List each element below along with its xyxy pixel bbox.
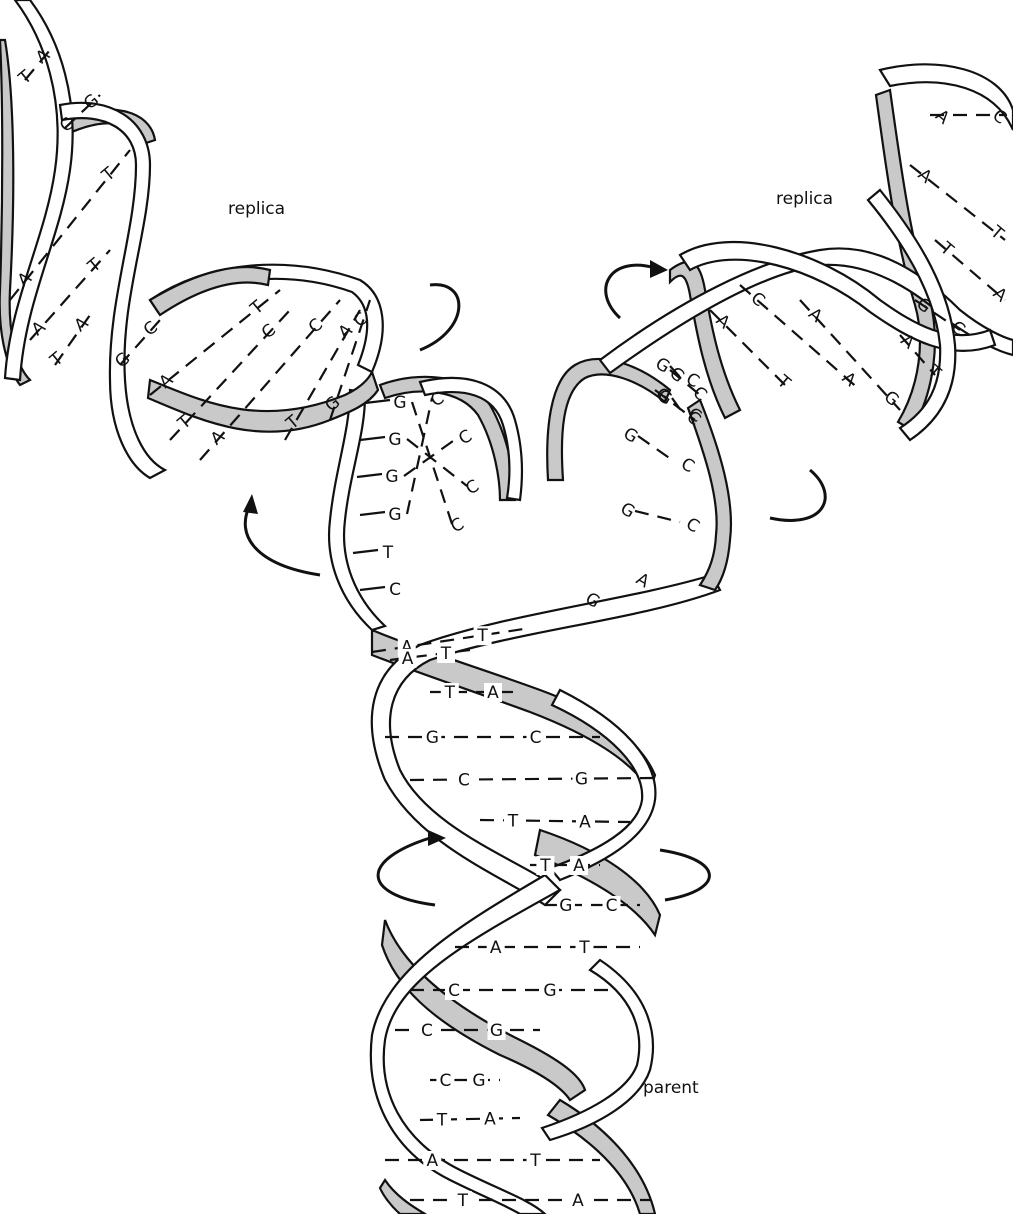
parent-base-left: T — [539, 856, 551, 876]
parent-back-strand-5 — [380, 1180, 425, 1214]
left-fork-base: G — [393, 393, 406, 413]
left-replica-base: T — [84, 254, 106, 277]
right-fork-base: A — [632, 569, 652, 592]
left-fork-base-stub — [360, 587, 385, 590]
parent-base-right: A — [487, 683, 499, 703]
right-fork-outer-strand — [547, 359, 670, 480]
left-fork-base: G — [388, 430, 401, 450]
left-fork-outer-strand — [329, 390, 385, 630]
right-upper-arrowhead-icon — [650, 260, 668, 278]
right-replica-base: A — [989, 284, 1011, 307]
left-fork-base-stub — [360, 437, 385, 440]
parent-base-left: G — [426, 728, 439, 748]
left-fork-base-stub — [353, 550, 378, 553]
right-upper-rotation-arrow — [606, 265, 655, 318]
right-fork-partner: C — [677, 454, 697, 477]
parent-base-left: G — [559, 896, 572, 916]
right-replica-base: A — [838, 368, 860, 391]
left-fork-base: G — [385, 467, 398, 487]
right-fork-pair-line — [638, 436, 675, 462]
right-fork-base: G — [617, 499, 638, 523]
parent-base-right: C — [530, 728, 542, 748]
right-replica-base: T — [986, 222, 1008, 245]
parent-base-left: T — [444, 683, 456, 703]
left-fork-partner: C — [447, 514, 467, 537]
right-fork-base: G — [620, 424, 641, 448]
left-replica-base: A — [207, 427, 229, 450]
parent-base-right: T — [578, 938, 590, 958]
parent-base-left: T — [436, 1111, 448, 1131]
left-replica-front-strand-2 — [60, 103, 165, 478]
left-lower-rotation-arrow — [245, 505, 320, 575]
right-fork-inner-strand — [688, 400, 731, 590]
left-fork-partner: C — [462, 476, 482, 499]
parent-base-right: A — [484, 1110, 496, 1130]
left-fork-base: C — [389, 580, 401, 600]
parent-base-right: G — [543, 981, 556, 1001]
left-fork-base: G — [388, 505, 401, 525]
parent-base-left: C — [458, 771, 470, 791]
parent-base-left: C — [448, 981, 460, 1001]
right-fork-bases: GAGGGGCCCC — [582, 354, 705, 613]
parent-base-right: T — [529, 1151, 541, 1171]
replica-left-label: replica — [228, 199, 285, 219]
left-replica-base: T — [46, 348, 68, 371]
parent-base-left: T — [457, 1191, 469, 1211]
right-replica-base: A — [914, 165, 936, 188]
parent-base-right: C — [606, 896, 618, 916]
left-fork-base-stub — [360, 512, 385, 515]
parent-base-left: C — [439, 1071, 451, 1091]
parent-base-left: C — [421, 1021, 433, 1041]
parent-right-rotation-arrow — [660, 850, 709, 900]
left-lower-arrowhead-icon — [243, 494, 258, 514]
parent-label: parent — [643, 1078, 699, 1098]
parent-left-rotation-arrow — [378, 838, 435, 905]
left-fork-base-stub — [357, 474, 382, 477]
left-fork-partner: C — [455, 426, 475, 449]
right-lower-rotation-arrow — [770, 470, 825, 520]
rotation-arrows — [243, 260, 825, 905]
parent-base-right: A — [579, 812, 591, 832]
parent-base-pair-line — [410, 778, 655, 780]
parent-base-left: T — [507, 811, 519, 831]
parent-base-right: G — [490, 1021, 503, 1041]
right-fork-pair-line — [635, 511, 680, 522]
parent-base-left: A — [490, 938, 502, 958]
left-replica-base: A — [335, 320, 357, 343]
left-fork: CTGGGGCCCC — [329, 377, 522, 630]
left-replica-base: C — [258, 320, 280, 343]
parent-base-left: A — [426, 1151, 438, 1171]
left-fork-base: T — [382, 543, 394, 563]
parent-base-right: A — [572, 1191, 584, 1211]
right-fork-partner: C — [682, 514, 702, 537]
parent-base-right: T — [440, 644, 452, 664]
parent-base-right: A — [573, 856, 585, 876]
parent-base-left: A — [402, 649, 414, 669]
parent-base-right: G — [472, 1071, 485, 1091]
left-upper-rotation-arrow — [420, 285, 459, 350]
parent-base-right: G — [575, 770, 588, 790]
replica-right-label: replica — [776, 189, 833, 209]
parent-base-right: T — [476, 626, 488, 646]
right-replica-base: A — [931, 106, 953, 129]
parent-base-pair-line — [480, 820, 630, 822]
